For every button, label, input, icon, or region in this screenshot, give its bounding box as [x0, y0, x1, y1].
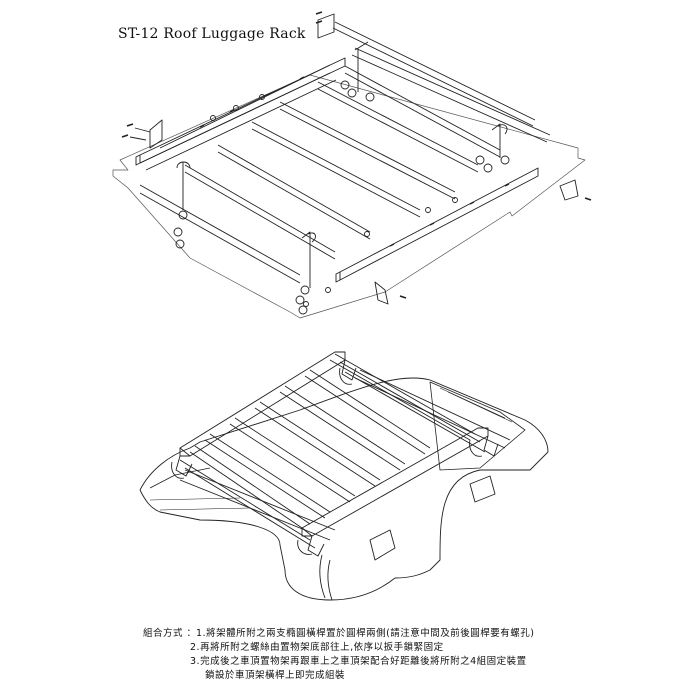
mount-clamp-front-right [295, 231, 389, 315]
instructions-label: 組合方式 ： [143, 628, 197, 639]
ground-plane [112, 74, 586, 319]
page-title: ST-12 Roof Luggage Rack [118, 26, 306, 42]
side-tube-right [332, 21, 551, 143]
slotted-bar-right [335, 167, 539, 283]
instruction-step-1: 1.將架體所附之兩支橢圓橫桿置於圓桿兩側(請注意中間及前後圓桿要有螺孔) [196, 628, 535, 639]
slotted-bar-left [135, 57, 346, 166]
cross-tubes [139, 65, 501, 284]
instruction-step-3: 3.完成後之車頂置物架再跟車上之車頂架配合好距離後將所附之4組固定裝置 [190, 656, 527, 667]
vehicle-view [139, 351, 549, 601]
car-roof-outline [139, 377, 549, 579]
mount-clamp-front-left [129, 119, 191, 249]
mount-clamp-back-left [317, 13, 375, 102]
instruction-step-2: 2.再將所附之螺絲由置物架底部往上,依序以扳手鎖緊固定 [190, 642, 444, 653]
side-window [369, 529, 396, 561]
screws [121, 11, 592, 299]
exploded-view [112, 11, 592, 319]
tube-joints [210, 94, 458, 307]
mount-clamp-back-right [475, 123, 579, 201]
side-tube-left [139, 64, 337, 171]
installed-rack [171, 351, 499, 557]
windshield [429, 381, 526, 471]
instruction-step-3-continued: 鎖設於車頂架橫桿上即完成組裝 [205, 670, 346, 681]
